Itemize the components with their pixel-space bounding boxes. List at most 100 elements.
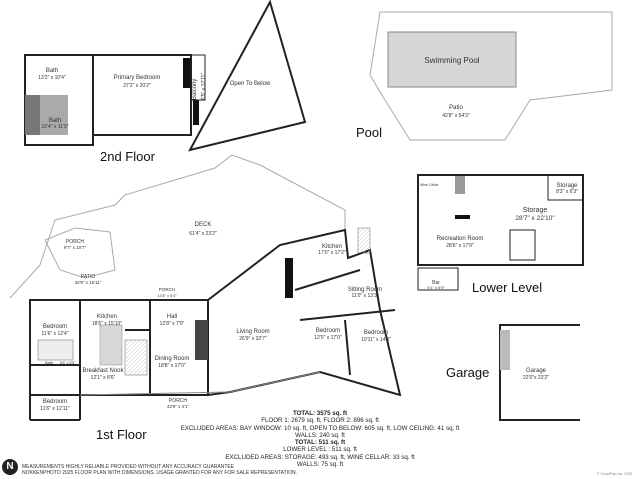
porch-front-dim: 43'9" x 4'1": [167, 404, 190, 409]
dining-room-label: Dining Room: [155, 356, 190, 362]
stair-block: [124, 339, 148, 376]
kitchen-west-dim: 18'6" x 15'10": [92, 321, 122, 327]
summary-line-5: EXCLUDED AREAS: STORAGE: 493 sq. ft, WIN…: [225, 453, 415, 461]
deck-dim: 61'4" x 23'2": [189, 231, 217, 237]
porch-front-label: PORCH: [169, 398, 187, 404]
porch-outline: [44, 227, 116, 279]
storage-small-dim: 8'3" x 6'3": [556, 189, 578, 195]
porch-west-label: PORCH: [66, 239, 84, 245]
footer-line-2: NOKKENPHOTO 2025 FLOOR PLAN WITH DIMENSI…: [22, 470, 297, 476]
hall-dim: 12'8" x 7'0": [160, 321, 185, 327]
garage-title: Garage: [446, 365, 489, 380]
footer-disclaimer: MEASUREMENTS HIGHLY RELIABLE PROVIDED WI…: [22, 464, 297, 476]
bath-label: Bath: [46, 68, 58, 74]
kitchen-counter: [285, 258, 293, 298]
first-bath-fixtures: [37, 339, 74, 361]
bedroom-west1-dim: 11'6" x 12'4": [41, 331, 68, 337]
bath-first-dim: 8'4" x 6'5": [60, 361, 76, 365]
wine-cellar-wall: [455, 215, 470, 219]
kitchen-west-label: Kitchen: [97, 314, 117, 320]
summary-total-2: TOTAL: 511 sq. ft: [294, 439, 346, 447]
primary-bedroom-label: Primary Bedroom: [114, 75, 161, 81]
bath-tub: [25, 95, 40, 135]
deck-label: DECK: [195, 222, 212, 228]
balcony-outline: [190, 54, 206, 101]
porch-front: [79, 371, 321, 396]
garage-walls: [499, 324, 580, 421]
recreation-room-dim: 28'6" x 17'9": [446, 243, 474, 249]
bar-dim: 9'1" x 6'9": [427, 285, 445, 290]
fireplace: [183, 58, 191, 88]
pool-patio-outline: [369, 11, 613, 141]
breakfast-nook-dim: 12'1" x 8'6": [91, 375, 116, 381]
open-to-below-label: Open To Below: [230, 81, 271, 87]
garage-plan: [499, 324, 580, 421]
dining-room-dim: 18'8" x 17'0": [158, 363, 186, 369]
storage-small: [547, 174, 584, 201]
first-floor-title: 1st Floor: [96, 427, 147, 442]
patio-first-dim: 32'9" x 16'11": [75, 280, 102, 285]
pool-title: Pool: [356, 125, 382, 140]
garage-stairs: [500, 330, 510, 370]
storage-small-label: Storage: [556, 183, 578, 189]
wall-i: [344, 319, 351, 376]
lower-stairs: [455, 176, 465, 194]
brand-logo-icon: N: [2, 459, 18, 475]
sitting-room-label: Sitting Room: [348, 287, 382, 293]
storage-large-label: Storage: [523, 207, 548, 214]
lower-level-plan: [417, 174, 584, 291]
second-floor-title: 2nd Floor: [100, 149, 156, 164]
summary-total-1: TOTAL: 3575 sq. ft: [292, 410, 348, 417]
porch-hall-dim: 11'8" x 5'4": [157, 293, 177, 298]
wall-g: [294, 269, 361, 291]
bedroom-east1-label: Bedroom: [316, 328, 340, 334]
balcony-rail: [193, 100, 199, 125]
balcony-label: Balcony: [192, 79, 198, 100]
bedroom-west2-dim: 11'6" x 12'11": [40, 406, 70, 412]
bath-dim: 13'2" x 10'4": [38, 75, 66, 81]
summary-line-4: LOWER LEVEL : 511 sq. ft: [283, 446, 357, 454]
wine-cellar-label: Wine Cellar: [420, 183, 439, 187]
bath2-dim: 15'4" x 11'9": [41, 124, 68, 130]
open-to-below-outline: [188, 0, 307, 152]
swimming-pool-label: Swimming Pool: [424, 56, 479, 65]
copyright: © CloudPlan Inc. 2025: [596, 472, 632, 476]
east-wing-outline: [207, 228, 402, 397]
patio-dim: 42'8" x 54'3": [442, 113, 470, 119]
bedroom-east1-dim: 12'0" x 17'0": [314, 335, 342, 341]
bar-label: Bar: [432, 280, 440, 286]
sitting-room-dim: 11'0" x 13'3": [351, 293, 378, 299]
wall-h: [299, 309, 396, 321]
bedroom-west2-label: Bedroom: [43, 399, 67, 405]
breakfast-nook-label: Breakfast Nook: [82, 368, 124, 374]
lower-level-outline: [417, 174, 584, 266]
deck-outline: [9, 154, 346, 299]
patio-label: Patio: [449, 105, 463, 111]
summary-line-3: WALLS: 240 sq. ft: [295, 431, 345, 439]
kitchen-east-dim: 17'0" x 17'2": [318, 250, 346, 256]
bath-fixture: [40, 95, 68, 135]
footer-line-1: MEASUREMENTS HIGHLY RELIABLE PROVIDED WI…: [22, 464, 235, 470]
primary-bedroom-dim: 27'2" x 20'2": [123, 83, 151, 89]
kitchen-island: [99, 324, 123, 366]
porch-hall-label: PORCH: [159, 287, 175, 292]
kitchen-east-label: Kitchen: [322, 244, 342, 250]
swimming-pool: [387, 31, 517, 88]
bath-first-label: Bath: [45, 360, 53, 365]
patio-first-label: PATIO: [81, 274, 95, 280]
storage-large-dim: 28'7" x 22'10": [515, 215, 555, 222]
primary-bedroom-wall: [92, 54, 192, 136]
pool-plan: [369, 11, 613, 141]
second-floor-plan: [24, 0, 307, 152]
summary-line-1: FLOOR 1: 2679 sq. ft, FLOOR 2: 896 sq. f…: [261, 417, 379, 425]
summary-line-2: EXCLUDED AREAS: BAY WINDOW: 10 sq. ft, O…: [180, 424, 460, 432]
living-room-dim: 26'9" x 32'7": [239, 336, 267, 342]
bedroom-east2-dim: 10'11" x 14'3": [361, 337, 391, 343]
recreation-room-label: Recreation Room: [437, 236, 484, 242]
living-room-label: Living Room: [236, 329, 269, 335]
porch-west-dim: 9'7" x 10'7": [64, 245, 87, 250]
bath2-label: Bath: [49, 118, 61, 124]
garage-room-dim: 22'0"x 23'2": [523, 375, 549, 381]
bedroom-east2-label: Bedroom: [364, 330, 388, 336]
